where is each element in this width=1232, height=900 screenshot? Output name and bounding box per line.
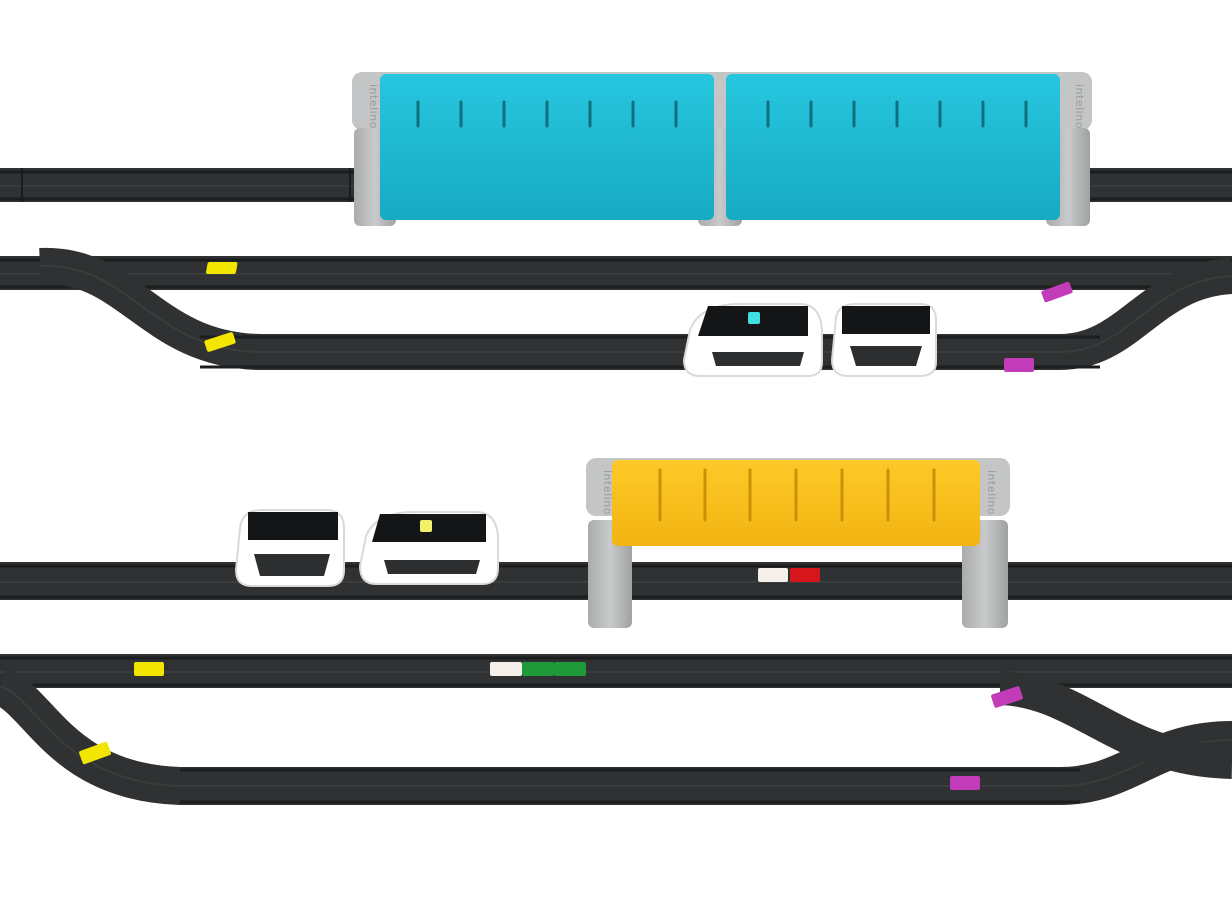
station-pillar-left	[588, 520, 632, 628]
train-car	[358, 511, 499, 585]
yellow-station: intelino intelino	[586, 458, 1010, 628]
color-marker	[204, 262, 1073, 372]
train-car	[682, 303, 823, 377]
station-pillar-right	[962, 520, 1008, 628]
train-car	[830, 303, 937, 377]
track-loop-2	[0, 654, 1232, 805]
color-marker	[758, 568, 820, 582]
track-loop-1	[0, 247, 1232, 370]
station-brand-label: intelino	[985, 470, 998, 515]
station-brand-label: intelino	[367, 84, 380, 129]
station-brand-label: intelino	[1073, 84, 1086, 129]
station-brand-label: intelino	[601, 470, 614, 515]
train-car	[234, 509, 345, 587]
color-marker	[79, 662, 1023, 790]
blue-station: intelino intelino	[352, 72, 1092, 226]
